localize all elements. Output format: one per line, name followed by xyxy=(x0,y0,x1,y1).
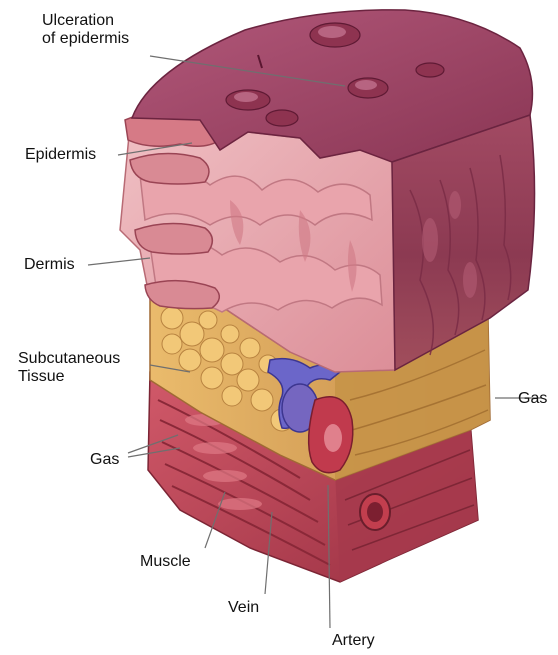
artery-label: Artery xyxy=(332,632,375,650)
ulceration-label: Ulceration of epidermis xyxy=(42,12,129,48)
epidermis-label: Epidermis xyxy=(25,146,96,164)
ulceration-label-line2: of epidermis xyxy=(42,30,129,48)
subcutaneous-label-line1: Subcutaneous xyxy=(18,350,120,368)
leader-line-dermis xyxy=(88,258,150,265)
gas-label-left: Gas xyxy=(90,451,119,469)
dermis-label: Dermis xyxy=(24,256,75,274)
vein-label: Vein xyxy=(228,599,259,617)
subcutaneous-label-line2: Tissue xyxy=(18,368,120,386)
ulceration-label-line1: Ulceration xyxy=(42,12,129,30)
subcutaneous-tissue-label: Subcutaneous Tissue xyxy=(18,350,120,386)
muscle-label: Muscle xyxy=(140,553,191,571)
gas-label-right: Gas xyxy=(518,390,547,408)
